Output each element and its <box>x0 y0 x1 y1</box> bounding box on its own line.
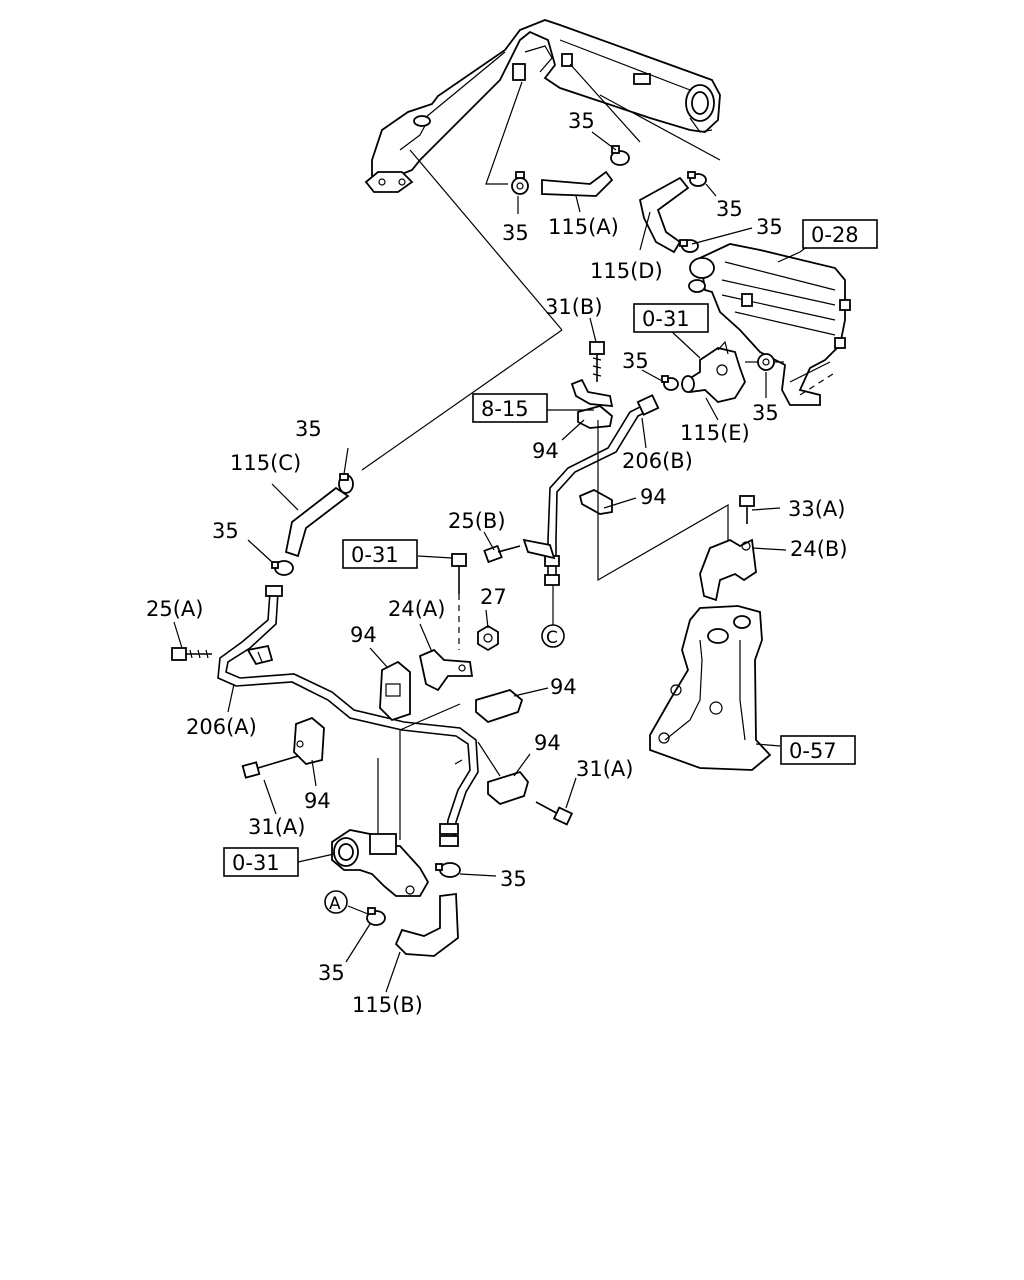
ref-label-0-57: 0-57 <box>789 739 837 763</box>
label-35: 35 <box>295 417 322 441</box>
label-115d: 115(D) <box>590 259 663 283</box>
ref-label-0-31-mid: 0-31 <box>351 543 399 567</box>
bolt-31a-left <box>241 755 299 779</box>
bolt-31b <box>589 341 605 382</box>
egr-valve-assembly <box>688 243 851 406</box>
egr-cooler <box>364 19 721 193</box>
water-outlet <box>649 605 772 771</box>
clamp-35-j <box>366 907 386 926</box>
connector-a: A <box>324 890 348 914</box>
clamp-35-d <box>679 239 699 253</box>
label-94: 94 <box>550 675 577 699</box>
thermo-housing-top <box>681 340 746 403</box>
clamp-35-h <box>271 560 294 576</box>
label-35: 35 <box>500 867 527 891</box>
ref-label-8-15: 8-15 <box>481 397 529 421</box>
clamp-35-a <box>511 171 529 195</box>
label-27: 27 <box>480 585 507 609</box>
leader-lines <box>173 131 787 993</box>
ref-box-0-31-mid[interactable]: 0-31 <box>342 539 418 569</box>
clip-94-d <box>475 689 524 724</box>
label-35: 35 <box>502 221 529 245</box>
label-24b: 24(B) <box>790 537 848 561</box>
label-31a: 31(A) <box>248 815 305 839</box>
label-94: 94 <box>304 789 331 813</box>
clamp-35-i <box>435 862 461 878</box>
ref-label-0-31-bottom: 0-31 <box>232 851 280 875</box>
bolt-33a <box>739 495 755 524</box>
ref-box-0-31-top[interactable]: 0-31 <box>633 303 709 333</box>
pipe-206a <box>217 591 471 841</box>
label-94: 94 <box>534 731 561 755</box>
label-206b: 206(B) <box>622 449 693 473</box>
connector-c: C <box>541 624 565 648</box>
hose-115b <box>394 892 459 957</box>
label-115c: 115(C) <box>230 451 301 475</box>
clip-94-a <box>577 405 613 429</box>
connector-a-label: A <box>329 894 341 914</box>
label-206a: 206(A) <box>186 715 257 739</box>
bolt-25b <box>483 544 521 564</box>
label-94: 94 <box>640 485 667 509</box>
label-115b: 115(B) <box>352 993 423 1017</box>
label-35: 35 <box>212 519 239 543</box>
label-31a: 31(A) <box>576 757 633 781</box>
ref-box-0-57[interactable]: 0-57 <box>780 735 856 765</box>
label-35: 35 <box>752 401 779 425</box>
label-115a: 115(A) <box>548 215 619 239</box>
clip-94-f <box>487 770 529 806</box>
label-35: 35 <box>622 349 649 373</box>
label-94: 94 <box>350 623 377 647</box>
connector-c-label: C <box>546 628 558 648</box>
label-35: 35 <box>318 961 345 985</box>
label-25b: 25(B) <box>448 509 506 533</box>
clamp-35-e <box>661 375 679 391</box>
nut-27 <box>477 624 499 652</box>
part-labels: 35 35 115(A) 35 35 115(D) 31(B) 35 35 11… <box>146 109 848 1017</box>
bolt-0-31-mid <box>451 553 467 650</box>
label-115e: 115(E) <box>680 421 750 445</box>
clamp-35-c <box>687 171 707 187</box>
hose-115d <box>638 176 690 254</box>
bracket-24a <box>418 648 474 692</box>
clamp-35-g <box>338 473 354 494</box>
pipe-206b <box>547 403 647 580</box>
bolt-31a-right <box>535 801 574 826</box>
ref-box-8-15[interactable]: 8-15 <box>472 393 548 423</box>
bracket-8-15 <box>570 378 614 408</box>
label-35: 35 <box>756 215 783 239</box>
clip-94-e <box>293 716 325 765</box>
label-25a: 25(A) <box>146 597 203 621</box>
clip-94-b <box>578 488 613 515</box>
label-31b: 31(B) <box>545 295 603 319</box>
bolt-25a <box>171 647 212 661</box>
label-24a: 24(A) <box>388 597 445 621</box>
ref-box-0-28[interactable]: 0-28 <box>802 219 878 249</box>
clip-94-c <box>379 660 411 722</box>
hose-115c <box>284 486 350 558</box>
ref-box-0-31-bottom[interactable]: 0-31 <box>223 847 299 877</box>
thermo-housing-bottom <box>331 829 430 897</box>
clamp-35-f <box>757 353 775 371</box>
bracket-24b <box>699 538 757 602</box>
ref-label-0-28: 0-28 <box>811 223 859 247</box>
label-35: 35 <box>716 197 743 221</box>
label-35: 35 <box>568 109 595 133</box>
ref-label-0-31-top: 0-31 <box>642 307 690 331</box>
hose-115a <box>541 170 614 197</box>
label-33a: 33(A) <box>788 497 845 521</box>
label-94: 94 <box>532 439 559 463</box>
